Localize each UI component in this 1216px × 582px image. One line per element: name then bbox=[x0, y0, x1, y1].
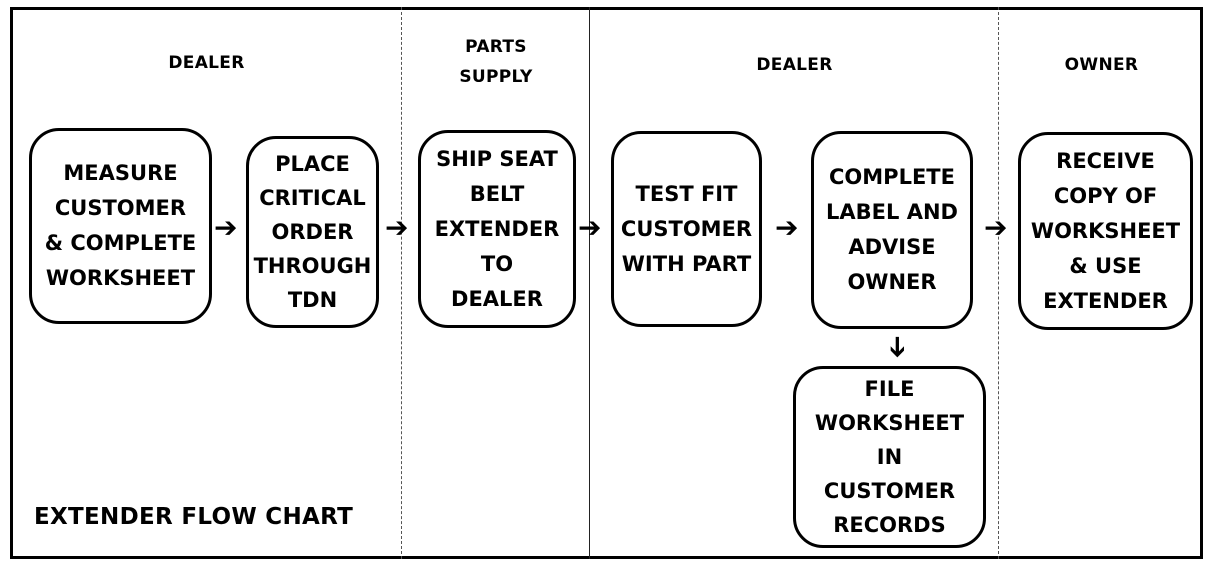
chart-title: EXTENDER FLOW CHART bbox=[34, 504, 354, 530]
right-arrow-icon: ➔ bbox=[214, 211, 238, 244]
diagram-frame bbox=[10, 7, 1203, 559]
lane-title-dealer: DEALER bbox=[168, 53, 245, 73]
step-receive-copy: RECEIVE COPY OF WORKSHEET & USE EXTENDER bbox=[1018, 132, 1193, 330]
step-file-worksheet: FILE WORKSHEET IN CUSTOMER RECORDS bbox=[793, 366, 986, 548]
lane-title-dealer-2: DEALER bbox=[756, 55, 833, 75]
lane-divider-3 bbox=[998, 7, 999, 559]
right-arrow-icon: ➔ bbox=[385, 211, 409, 244]
right-arrow-icon: ➔ bbox=[578, 211, 602, 244]
right-arrow-icon: ➔ bbox=[775, 211, 799, 244]
lane-divider-2 bbox=[589, 7, 590, 559]
lane-divider-1 bbox=[401, 7, 402, 559]
lane-title-parts-supply: PARTS SUPPLY bbox=[459, 37, 533, 87]
down-arrow-icon: ➔ bbox=[881, 335, 915, 359]
step-ship-seat-belt-extender: SHIP SEAT BELT EXTENDER TO DEALER bbox=[418, 130, 576, 328]
step-test-fit-customer: TEST FIT CUSTOMER WITH PART bbox=[611, 131, 762, 327]
step-complete-label: COMPLETE LABEL AND ADVISE OWNER bbox=[811, 131, 973, 329]
lane-title-owner: OWNER bbox=[1064, 55, 1139, 75]
step-place-critical-order: PLACE CRITICAL ORDER THROUGH TDN bbox=[246, 136, 379, 328]
step-measure-customer: MEASURE CUSTOMER & COMPLETE WORKSHEET bbox=[29, 128, 212, 324]
right-arrow-icon: ➔ bbox=[984, 211, 1008, 244]
